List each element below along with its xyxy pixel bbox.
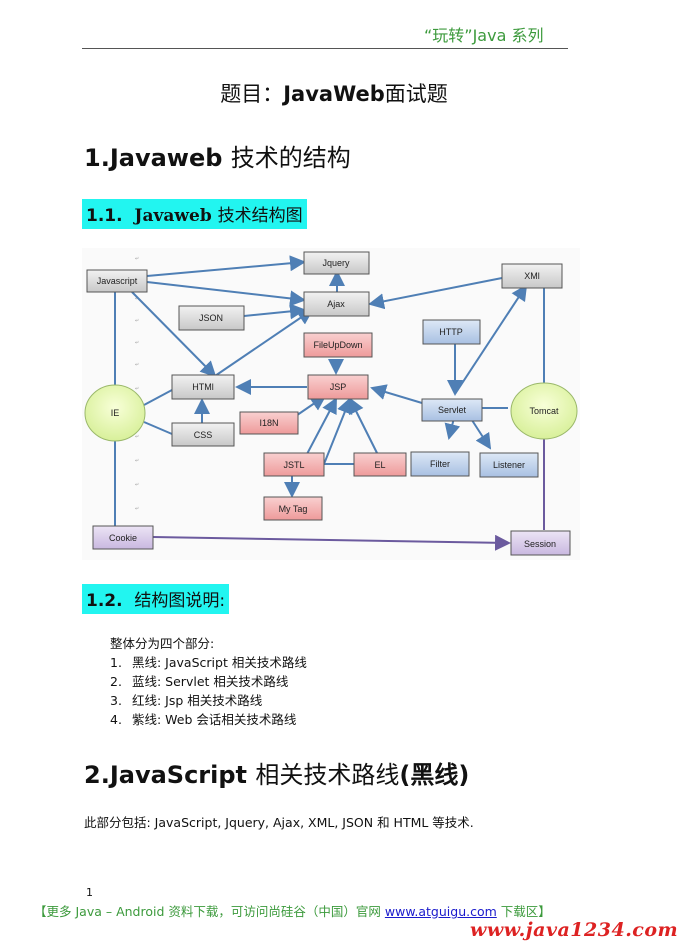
node-listener: Listener bbox=[479, 452, 539, 478]
node-jstl-label: JSTL bbox=[283, 460, 304, 470]
node-session: Session bbox=[510, 530, 571, 556]
sub2-text: 结构图说明: bbox=[134, 591, 226, 611]
node-el: EL bbox=[353, 452, 407, 477]
node-xml: XMl bbox=[501, 263, 563, 289]
list-item-num: 3. bbox=[110, 693, 122, 708]
node-mytag: My Tag bbox=[263, 496, 323, 521]
node-jsp-label: JSP bbox=[330, 382, 347, 392]
section2-heading-num: 2.JavaScript bbox=[84, 761, 248, 789]
node-cookie-label: Cookie bbox=[109, 533, 137, 543]
sub1-text: 技术结构图 bbox=[217, 206, 303, 226]
node-mytag-label: My Tag bbox=[279, 504, 308, 514]
svg-text:↵: ↵ bbox=[135, 362, 139, 368]
node-cookie: Cookie bbox=[92, 525, 154, 550]
node-servlet-label: Servlet bbox=[438, 405, 467, 415]
svg-text:↵: ↵ bbox=[135, 458, 139, 464]
svg-text:↵: ↵ bbox=[135, 434, 139, 440]
node-html-label: HTMl bbox=[192, 382, 214, 392]
node-tomcat: Tomcat bbox=[510, 382, 578, 440]
node-filter: Filter bbox=[410, 451, 470, 477]
footer-text-after: 下载区】 bbox=[500, 904, 551, 919]
watermark: www.java1234.com bbox=[470, 919, 678, 941]
svg-text:↵: ↵ bbox=[135, 318, 139, 324]
doc-title: 题目：JavaWeb面试题 bbox=[0, 78, 668, 108]
title-prefix: 题目： bbox=[220, 82, 284, 106]
route-list: 1. 黑线: JavaScript 相关技术路线 2. 蓝线: Servlet 相关… bbox=[110, 653, 307, 729]
javaweb-structure-diagram: ↵↵↵ ↵↵↵ ↵↵↵ ↵↵↵ bbox=[82, 248, 580, 560]
list-item-text: 黑线: JavaScript 相关技术路线 bbox=[132, 655, 307, 670]
list-item: 3. 红线: Jsp 相关技术路线 bbox=[110, 691, 307, 710]
svg-text:↵: ↵ bbox=[135, 340, 139, 346]
node-html: HTMl bbox=[171, 374, 235, 400]
node-ajax-label: Ajax bbox=[327, 299, 345, 309]
section1-heading-num: 1.Javaweb bbox=[84, 144, 223, 172]
node-jstl: JSTL bbox=[263, 452, 325, 477]
cookie-session-connector bbox=[152, 534, 511, 551]
header-series: “玩转”Java 系列 bbox=[424, 26, 544, 45]
page-number: 1 bbox=[86, 886, 93, 899]
section2-paragraph: 此部分包括: JavaScript, Jquery, Ajax, XML, JS… bbox=[84, 815, 474, 830]
title-suffix: 面试题 bbox=[384, 82, 448, 106]
svg-text:↵: ↵ bbox=[135, 482, 139, 488]
list-item-text: 蓝线: Servlet 相关技术路线 bbox=[132, 674, 289, 689]
node-javascript: Javascript bbox=[86, 269, 148, 293]
node-jsp: JSP bbox=[307, 374, 369, 400]
footer-link[interactable]: www.atguigu.com bbox=[384, 904, 497, 919]
node-filter-label: Filter bbox=[430, 459, 450, 469]
node-json: JSON bbox=[178, 305, 245, 331]
node-json-label: JSON bbox=[199, 313, 223, 323]
svg-text:↵: ↵ bbox=[135, 296, 139, 302]
node-xml-label: XMl bbox=[524, 271, 540, 281]
node-i18n-label: I18N bbox=[259, 418, 278, 428]
node-css: CSS bbox=[171, 422, 235, 447]
footer: 【更多 Java – Android 资料下载，可访问尚硅谷（中国）官网 www… bbox=[34, 901, 551, 920]
node-i18n: I18N bbox=[239, 411, 299, 435]
section2-heading: 2.JavaScript 相关技术路线(黑线) bbox=[84, 755, 469, 790]
node-tomcat-label: Tomcat bbox=[529, 406, 559, 416]
node-ajax: Ajax bbox=[303, 291, 370, 317]
section1-intro: 整体分为四个部分: bbox=[110, 636, 215, 651]
svg-text:↵: ↵ bbox=[135, 256, 139, 262]
diagram-connectors bbox=[114, 255, 545, 526]
section1-heading-text: 技术的结构 bbox=[230, 144, 351, 172]
node-listener-label: Listener bbox=[493, 460, 525, 470]
subsection-1-1-heading: 1.1. Javaweb 技术结构图 bbox=[82, 199, 307, 229]
node-jquery-label: Jquery bbox=[322, 258, 350, 268]
node-jquery: Jquery bbox=[303, 251, 370, 275]
section1-heading: 1.Javaweb 技术的结构 bbox=[84, 138, 351, 173]
footer-text-before: 【更多 Java – Android 资料下载，可访问尚硅谷（中国）官网 bbox=[34, 904, 381, 919]
node-el-label: EL bbox=[374, 460, 385, 470]
sub1-latin: Javaweb bbox=[134, 206, 212, 226]
node-ie: IE bbox=[84, 384, 146, 442]
list-item-num: 1. bbox=[110, 655, 122, 670]
sub2-num: 1.2. bbox=[86, 591, 123, 611]
node-session-label: Session bbox=[524, 539, 556, 549]
title-name: JavaWeb bbox=[283, 82, 385, 106]
list-item: 1. 黑线: JavaScript 相关技术路线 bbox=[110, 653, 307, 672]
list-item: 4. 紫线: Web 会话相关技术路线 bbox=[110, 710, 307, 729]
svg-text:↵: ↵ bbox=[135, 386, 139, 392]
list-item-text: 红线: Jsp 相关技术路线 bbox=[132, 693, 263, 708]
svg-text:↵: ↵ bbox=[135, 506, 139, 512]
list-item-num: 4. bbox=[110, 712, 122, 727]
list-item-text: 紫线: Web 会话相关技术路线 bbox=[132, 712, 297, 727]
node-http: HTTP bbox=[422, 319, 481, 345]
list-item-num: 2. bbox=[110, 674, 122, 689]
node-fileupdown-label: FileUpDown bbox=[313, 340, 362, 350]
node-fileupdown: FileUpDown bbox=[303, 332, 373, 358]
node-http-label: HTTP bbox=[439, 327, 463, 337]
node-ie-label: IE bbox=[111, 408, 120, 418]
section2-heading-text: 相关技术路线 bbox=[255, 761, 400, 789]
header-rule bbox=[82, 48, 568, 49]
node-javascript-label: Javascript bbox=[97, 276, 138, 286]
sub1-num: 1.1. bbox=[86, 206, 123, 226]
section2-heading-paren: (黑线) bbox=[399, 761, 470, 789]
subsection-1-2-heading: 1.2. 结构图说明: bbox=[82, 584, 230, 614]
list-item: 2. 蓝线: Servlet 相关技术路线 bbox=[110, 672, 307, 691]
node-css-label: CSS bbox=[194, 430, 213, 440]
node-servlet: Servlet bbox=[421, 398, 483, 422]
